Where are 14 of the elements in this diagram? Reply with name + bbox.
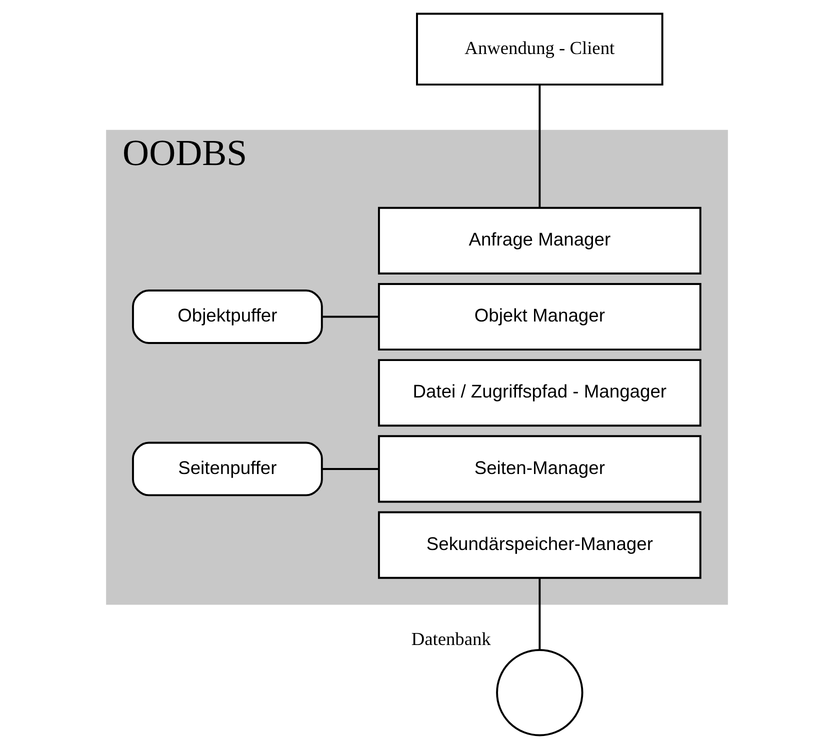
node-box: Objektpuffer [132, 290, 322, 344]
connector [538, 84, 540, 208]
node-box: Seiten-Manager [377, 435, 701, 503]
connector [538, 578, 540, 650]
node-box: Sekundärspeicher-Manager [377, 511, 701, 579]
node-circle [496, 649, 583, 736]
connector [321, 468, 378, 470]
node-box: Anwendung - Client [416, 12, 663, 86]
node-box: Objekt Manager [377, 283, 701, 351]
node-label: Datenbank [410, 629, 490, 650]
node-box: Anfrage Manager [377, 206, 701, 274]
node-box: Seitenpuffer [132, 442, 322, 496]
connector [321, 316, 378, 318]
node-box: Datei / Zugriffspfad - Mangager [377, 359, 701, 427]
